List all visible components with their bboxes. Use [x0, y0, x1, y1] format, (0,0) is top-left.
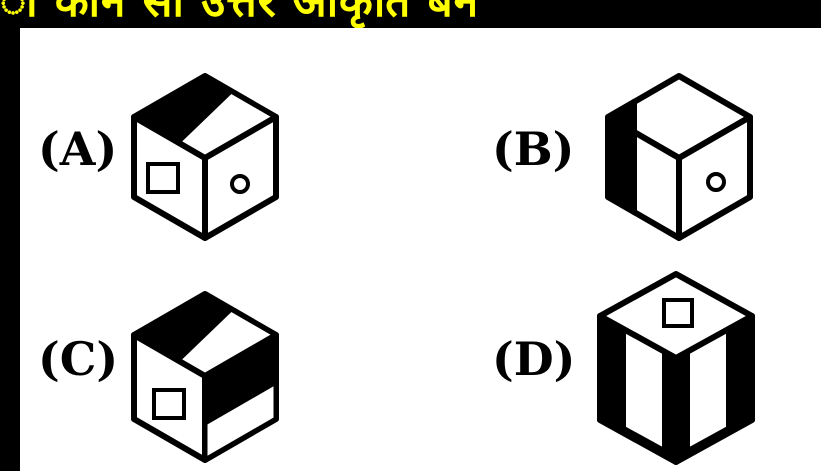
option-d-label: (D) — [492, 332, 576, 386]
option-a-label: (A) — [38, 122, 118, 176]
option-d-cube-figure[interactable] — [596, 244, 756, 468]
option-a-cube-figure[interactable] — [130, 72, 280, 242]
option-b-cube-figure[interactable] — [604, 72, 754, 242]
option-c-label: (C) — [38, 332, 119, 386]
answer-figures-panel: (A) (B) (C) (D) — [20, 28, 821, 471]
option-c-cube-figure[interactable] — [130, 290, 280, 466]
option-b-label: (B) — [492, 122, 575, 176]
question-banner-text: ा कौन सा उत्तर आकृति बन — [0, 0, 480, 27]
